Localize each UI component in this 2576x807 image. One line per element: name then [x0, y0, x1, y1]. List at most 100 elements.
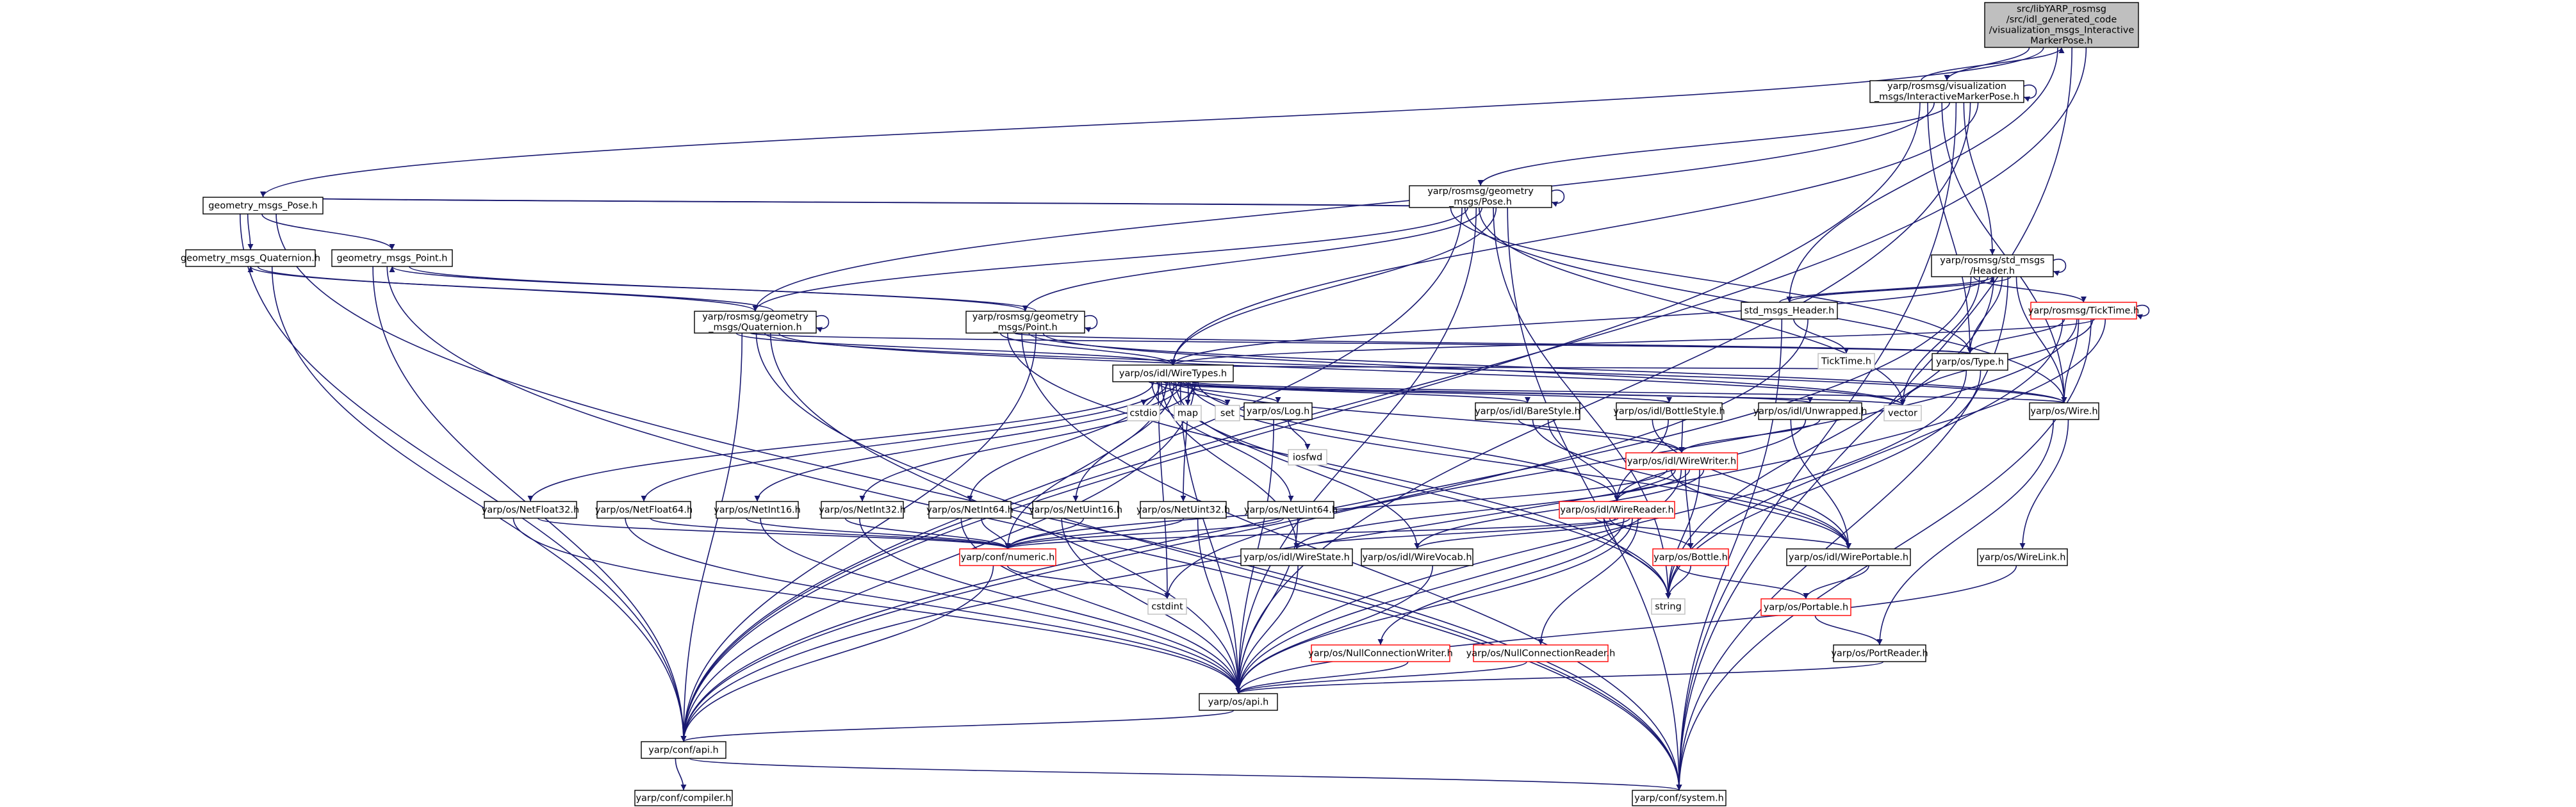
- node-stdmsghdr[interactable]: std_msgs_Header.h: [1741, 302, 1838, 320]
- node-cstdio[interactable]: cstdio: [1127, 405, 1160, 421]
- node-type[interactable]: yarp/os/Type.h: [1932, 353, 2008, 371]
- node-gpoint[interactable]: yarp/rosmsg/geometry_msgs/Point.h: [965, 311, 1085, 334]
- edge-barestyle-to-wirewriter: [1518, 419, 1685, 453]
- node-box: [1361, 548, 1473, 566]
- node-wire[interactable]: yarp/os/Wire.h: [2029, 402, 2099, 420]
- node-label: yarp/conf/system.h: [1634, 793, 1724, 803]
- node-box: [1760, 598, 1851, 616]
- node-wirewriter[interactable]: yarp/os/idl/WireWriter.h: [1625, 452, 1738, 470]
- node-log[interactable]: yarp/os/Log.h: [1243, 402, 1313, 420]
- edge-osapi-to-confapi: [680, 710, 1235, 742]
- node-wirestate[interactable]: yarp/os/idl/WireState.h: [1240, 548, 1353, 566]
- edge-wiretypes-to-confapi: [680, 381, 1195, 742]
- node-ticktimeh[interactable]: TickTime.h: [1817, 353, 1875, 370]
- node-cstdint[interactable]: cstdint: [1147, 598, 1187, 615]
- node-set[interactable]: set: [1215, 405, 1240, 421]
- node-netint16[interactable]: yarp/os/NetInt16.h: [714, 501, 801, 519]
- edge-netuint32-to-osapi: [1197, 518, 1242, 694]
- edge-wirewriter-to-numeric: [1005, 469, 1668, 550]
- node-gquat[interactable]: yarp/rosmsg/geometry_msgs/Quaternion.h: [694, 311, 817, 334]
- node-box: [1032, 501, 1119, 519]
- node-confapi[interactable]: yarp/conf/api.h: [641, 741, 726, 759]
- edge-stdhdr-to-type: [1967, 276, 2003, 354]
- edge-stdmsghdr-to-system: [1676, 318, 1783, 791]
- node-portable[interactable]: yarp/os/Portable.h: [1760, 598, 1851, 616]
- node-box: [596, 501, 691, 519]
- node-netuint16[interactable]: yarp/os/NetUint16.h: [1029, 501, 1122, 519]
- node-netfloat32[interactable]: yarp/os/NetFloat32.h: [482, 501, 579, 519]
- node-gmpose[interactable]: geometry_msgs_Pose.h: [202, 197, 324, 215]
- node-map[interactable]: map: [1174, 405, 1202, 421]
- node-nullcr[interactable]: yarp/os/NullConnectionReader.h: [1466, 644, 1616, 662]
- node-label: yarp/os/idl/BareStyle.h: [1475, 406, 1580, 416]
- node-gmquat[interactable]: geometry_msgs_Quaternion.h: [181, 249, 320, 267]
- node-string[interactable]: string: [1651, 598, 1686, 615]
- node-label: _msgs/Point.h: [992, 323, 1057, 333]
- node-label: yarp/os/NetInt16.h: [714, 505, 801, 515]
- node-box: [1833, 644, 1926, 662]
- node-root[interactable]: src/libYARP_rosmsg/src/idl_generated_cod…: [1984, 2, 2139, 48]
- node-label: yarp/os/api.h: [1208, 697, 1269, 707]
- node-box: [1475, 402, 1580, 420]
- edge-ticktime-to-cstdint: [1164, 318, 2078, 599]
- node-stdhdr[interactable]: yarp/rosmsg/std_msgs/Header.h: [1931, 254, 2054, 277]
- node-netint64[interactable]: yarp/os/NetInt64.h: [926, 501, 1013, 519]
- edge-type-to-osapi: [1235, 370, 1967, 694]
- node-box: [1243, 402, 1313, 420]
- node-netuint64[interactable]: yarp/os/NetUint64.h: [1244, 501, 1338, 519]
- edge-wiretypes-to-netint64: [967, 381, 1161, 502]
- node-label: yarp/os/idl/WireReader.h: [1560, 505, 1673, 515]
- node-numeric[interactable]: yarp/conf/numeric.h: [959, 548, 1056, 566]
- node-label: map: [1177, 408, 1198, 418]
- edge-netuint64-to-osapi: [1235, 518, 1299, 694]
- node-wirelink[interactable]: yarp/os/WireLink.h: [1977, 548, 2068, 566]
- node-vector[interactable]: vector: [1883, 405, 1922, 421]
- edge-stdhdr-to-ticktime: [1973, 276, 2087, 303]
- node-wirereader[interactable]: yarp/os/idl/WireReader.h: [1559, 501, 1675, 519]
- node-netint32[interactable]: yarp/os/NetInt32.h: [819, 501, 906, 519]
- edge-wire-to-wirelink: [2019, 419, 2069, 550]
- node-bottle[interactable]: yarp/os/Bottle.h: [1652, 548, 1729, 566]
- edge-wiretypes-to-netuint32: [1180, 381, 1189, 502]
- edge-wirewriter-to-bottle: [1685, 469, 1694, 550]
- node-wireportable[interactable]: yarp/os/idl/WirePortable.h: [1786, 548, 1911, 566]
- edge-nullcr-to-osapi: [1235, 661, 1527, 694]
- node-gmpoint[interactable]: geometry_msgs_Point.h: [331, 249, 453, 267]
- node-portreader[interactable]: yarp/os/PortReader.h: [1831, 644, 1928, 662]
- node-box: [1625, 452, 1738, 470]
- node-label: cstdint: [1151, 601, 1183, 612]
- edge-gpoint-to-wiretypes: [999, 332, 1176, 366]
- node-iosfwd[interactable]: iosfwd: [1288, 449, 1327, 466]
- node-gpose[interactable]: yarp/rosmsg/geometry_msgs/Pose.h: [1409, 185, 1552, 208]
- node-compiler[interactable]: yarp/conf/compiler.h: [634, 790, 733, 806]
- node-wirevocab[interactable]: yarp/os/idl/WireVocab.h: [1361, 548, 1473, 566]
- edge-wiretypes-to-osapi: [1179, 381, 1242, 694]
- node-osapi[interactable]: yarp/os/api.h: [1199, 693, 1278, 711]
- edge-gpose-to-type: [1450, 207, 1973, 354]
- edge-wirereader-to-nullcw: [1377, 518, 1625, 646]
- edge-gpose-to-gpoint: [1022, 207, 1482, 312]
- node-imp[interactable]: yarp/rosmsg/visualization_msgs/Interacti…: [1869, 80, 2024, 103]
- node-bottlestyle[interactable]: yarp/os/idl/BottleStyle.h: [1613, 402, 1725, 420]
- node-barestyle[interactable]: yarp/os/idl/BareStyle.h: [1475, 402, 1580, 420]
- edge-stdhdr-to-wire: [2015, 276, 2067, 403]
- node-system[interactable]: yarp/conf/system.h: [1632, 790, 1727, 806]
- node-label: yarp/os/NetUint32.h: [1136, 505, 1230, 515]
- node-ticktime[interactable]: yarp/rosmsg/TickTime.h: [2028, 302, 2139, 320]
- node-netfloat64[interactable]: yarp/os/NetFloat64.h: [595, 501, 693, 519]
- node-label: src/libYARP_rosmsg: [2017, 4, 2106, 15]
- edge-stdmsghdr-to-stdhdr: [1778, 276, 1996, 303]
- node-label: yarp/os/Wire.h: [2030, 406, 2097, 416]
- edge-gpoint-to-string: [1007, 332, 1671, 599]
- node-netuint32[interactable]: yarp/os/NetUint32.h: [1136, 501, 1230, 519]
- node-box: [484, 501, 577, 519]
- edge-gquat-to-confapi: [680, 332, 743, 742]
- node-nullcw[interactable]: yarp/os/NullConnectionWriter.h: [1308, 644, 1453, 662]
- node-label: yarp/os/idl/WireWriter.h: [1627, 456, 1736, 466]
- node-label: set: [1220, 408, 1235, 418]
- node-unwrapped[interactable]: yarp/os/idl/Unwrapped.h: [1753, 402, 1867, 420]
- node-box: [1199, 693, 1278, 711]
- edge-barestyle-to-wireportable: [1532, 419, 1851, 550]
- edge-netfloat32-to-numeric: [537, 518, 1011, 550]
- node-wiretypes[interactable]: yarp/os/idl/WireTypes.h: [1112, 364, 1234, 382]
